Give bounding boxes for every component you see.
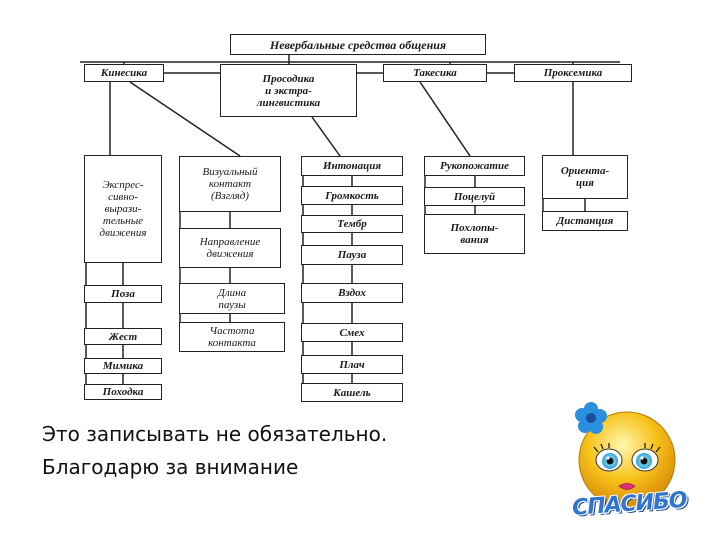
takesics-item: Рукопожатие <box>424 156 525 176</box>
takesics-item: Поцелуй <box>424 187 525 206</box>
category-proxemics: Проксемика <box>514 64 632 82</box>
footer-note: Это записывать не обязательно. Благодарю… <box>42 418 387 484</box>
footer-line-1: Это записывать не обязательно. <box>42 422 388 446</box>
prosody-item: Громкость <box>301 186 403 205</box>
kinesics-item: Поза <box>84 285 162 303</box>
prosody-item: Вздох <box>301 283 403 303</box>
smiley-sticker <box>575 402 676 509</box>
prosody-item: Интонация <box>301 156 403 176</box>
visual-item: Направление движения <box>179 228 281 268</box>
visual-item: Частота контакта <box>179 322 285 352</box>
kinesics-item: Экспрес- сивно- вырази- тельные движения <box>84 155 162 263</box>
prosody-item: Плач <box>301 355 403 374</box>
visual-item: Длина паузы <box>179 283 285 314</box>
diagram-title: Невербальные средства общения <box>230 34 486 55</box>
visual-item: Визуальный контакт (Взгляд) <box>179 156 281 212</box>
takesics-item: Похлопы- вания <box>424 214 525 254</box>
proxemics-item: Ориента- ция <box>542 155 628 199</box>
prosody-item: Кашель <box>301 383 403 402</box>
prosody-item: Тембр <box>301 215 403 233</box>
kinesics-item: Мимика <box>84 358 162 374</box>
footer-line-2: Благодарю за внимание <box>42 455 299 479</box>
proxemics-item: Дистанция <box>542 211 628 231</box>
prosody-item: Смех <box>301 323 403 342</box>
kinesics-item: Жест <box>84 328 162 345</box>
category-prosody: Просодика и экстра- лингвистика <box>220 64 357 117</box>
flower-icon <box>575 402 607 434</box>
category-kinesics: Кинесика <box>84 64 164 82</box>
category-takesics: Такесика <box>383 64 487 82</box>
prosody-item: Пауза <box>301 245 403 265</box>
kinesics-item: Походка <box>84 384 162 400</box>
